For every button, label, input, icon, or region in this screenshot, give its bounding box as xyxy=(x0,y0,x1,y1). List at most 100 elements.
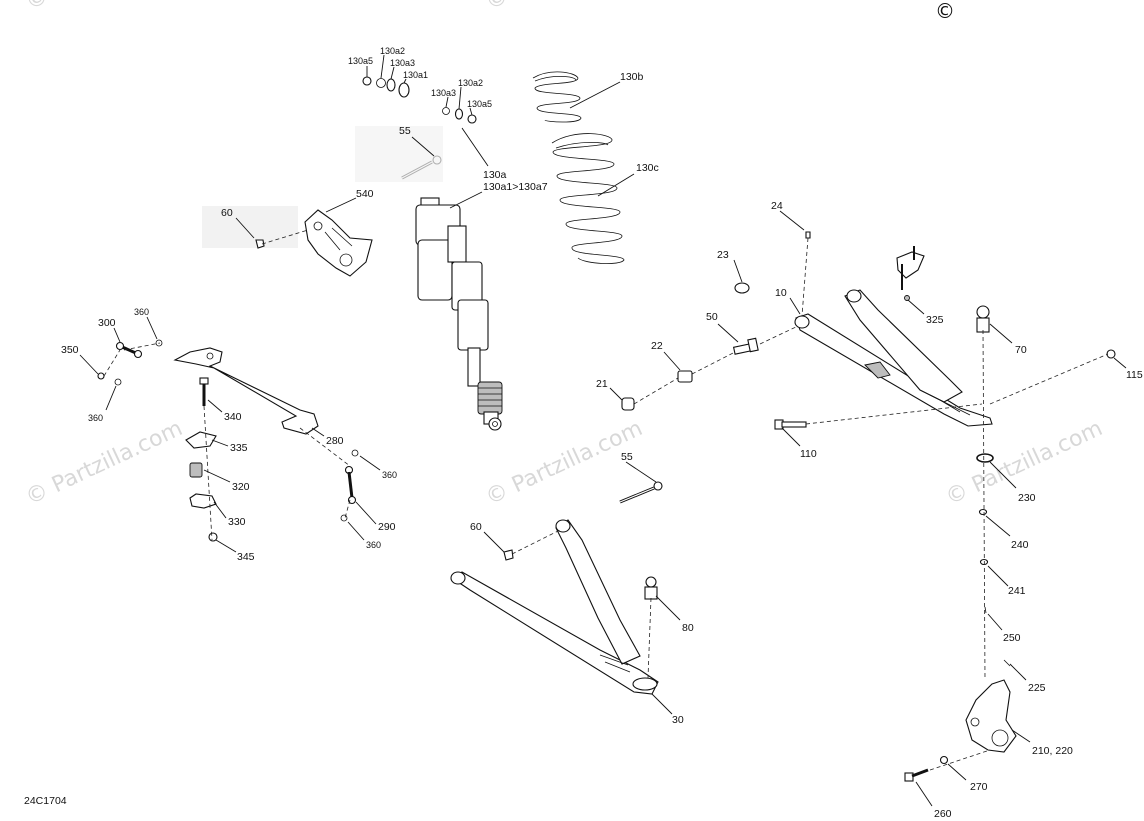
nut-360-c xyxy=(351,449,359,457)
nut-360-b xyxy=(114,378,122,386)
lower-a-arm-30 xyxy=(450,519,659,695)
washer-130a3-mid xyxy=(442,107,450,115)
callout-335: 335 xyxy=(230,442,248,454)
callout-250: 250 xyxy=(1003,632,1021,644)
callout-130a3-mid: 130a3 xyxy=(431,88,456,98)
callout-130a3-top: 130a3 xyxy=(390,58,415,68)
callout-110: 110 xyxy=(800,448,817,460)
bushing-130a3 xyxy=(386,78,396,92)
callout-241: 241 xyxy=(1008,585,1026,597)
callout-22: 22 xyxy=(651,340,663,352)
callout-230: 230 xyxy=(1018,492,1036,504)
nut-24 xyxy=(805,231,811,239)
callout-540: 540 xyxy=(356,188,374,200)
bracket-330 xyxy=(189,493,217,509)
callout-130a-range: 130a1>130a7 xyxy=(483,181,548,193)
callout-225: 225 xyxy=(1028,682,1046,694)
callout-320: 320 xyxy=(232,481,250,493)
callout-325: 325 xyxy=(926,314,944,326)
nut-130a5-mid xyxy=(467,114,477,124)
callout-130a2-mid: 130a2 xyxy=(458,78,483,88)
leader-lines xyxy=(79,54,1127,807)
nut-360-d xyxy=(340,514,348,522)
watermark: © Partzilla.com xyxy=(482,0,646,15)
callout-290: 290 xyxy=(378,521,396,533)
sway-link-290 xyxy=(344,465,357,505)
ball-joint-80 xyxy=(644,576,658,600)
clamp-335 xyxy=(185,431,217,449)
callout-360-b: 360 xyxy=(88,413,103,423)
bushing-130a2-mid xyxy=(454,108,464,120)
callout-60-bottom: 60 xyxy=(470,521,482,533)
callout-55-bottom: 55 xyxy=(621,451,633,463)
bearing-130a1 xyxy=(398,82,410,98)
diagram-code: 24C1704 xyxy=(24,795,67,807)
callout-115: 115 xyxy=(1126,369,1143,381)
callout-130c: 130c xyxy=(636,162,659,174)
sway-link-300 xyxy=(115,341,143,359)
nut-345 xyxy=(208,532,218,542)
callout-360-d: 360 xyxy=(366,540,381,550)
sway-bar-280 xyxy=(173,347,319,435)
bracket-325 xyxy=(896,246,925,301)
washer-130a2 xyxy=(376,78,386,88)
callout-210-220: 210, 220 xyxy=(1032,745,1073,757)
retaining-ring-230 xyxy=(976,453,994,463)
callout-350: 350 xyxy=(61,344,79,356)
callout-130a5-mid: 130a5 xyxy=(467,99,492,109)
callout-21: 21 xyxy=(596,378,608,390)
washer-240 xyxy=(978,508,988,516)
callout-130b: 130b xyxy=(620,71,644,83)
cotter-pin-250 xyxy=(984,606,987,614)
callout-60-top: 60 xyxy=(221,207,233,219)
callout-360-c: 360 xyxy=(382,470,397,480)
callout-labels: 130a5 130a2 130a3 130a1 130a2 130a3 130a… xyxy=(61,46,1143,820)
cap-21 xyxy=(621,397,635,411)
callout-130a2-top: 130a2 xyxy=(380,46,405,56)
nut-350 xyxy=(97,372,105,380)
bolt-55-bottom xyxy=(619,481,663,504)
nut-115 xyxy=(1106,349,1116,359)
callout-300: 300 xyxy=(98,317,116,329)
callout-330: 330 xyxy=(228,516,246,528)
copyright-mark: © xyxy=(935,0,955,23)
watermark: © Partzilla.com xyxy=(482,416,646,510)
bolt-110 xyxy=(774,419,807,430)
pin-225 xyxy=(1003,659,1011,667)
watermark: © Partzilla.com xyxy=(22,0,186,15)
callout-30: 30 xyxy=(672,714,684,726)
knuckle-210-220 xyxy=(965,679,1017,753)
callout-130a5-top: 130a5 xyxy=(348,56,373,66)
shock-hardware-top xyxy=(362,76,477,124)
ball-joint-70 xyxy=(976,305,990,333)
callout-23: 23 xyxy=(717,249,729,261)
bushing-320 xyxy=(189,462,203,478)
sleeve-22 xyxy=(677,370,693,383)
spring-130b xyxy=(532,71,582,123)
callout-55-top: 55 xyxy=(399,125,411,137)
callout-270: 270 xyxy=(970,781,988,793)
callout-70: 70 xyxy=(1015,344,1027,356)
shock-bracket-540 xyxy=(202,206,373,277)
upper-a-arm-10 xyxy=(794,289,993,427)
bolt-340 xyxy=(199,377,209,406)
callout-240: 240 xyxy=(1011,539,1029,551)
callout-340: 340 xyxy=(224,411,242,423)
callout-10: 10 xyxy=(775,287,787,299)
nut-60-bottom xyxy=(503,549,514,561)
washer-23 xyxy=(734,282,750,294)
watermark: © Partzilla.com xyxy=(22,416,186,510)
callout-280: 280 xyxy=(326,435,344,447)
callout-24: 24 xyxy=(771,200,783,212)
assembly-lines xyxy=(103,229,1109,771)
callout-80: 80 xyxy=(682,622,694,634)
nut-270 xyxy=(939,755,949,765)
bolt-260 xyxy=(904,768,929,782)
shock-absorber xyxy=(415,197,503,431)
spring-130c xyxy=(551,133,625,264)
nut-130a5 xyxy=(362,76,372,86)
callout-360-a: 360 xyxy=(134,307,149,317)
nut-360-a xyxy=(155,339,163,347)
bolt-50 xyxy=(732,337,759,355)
